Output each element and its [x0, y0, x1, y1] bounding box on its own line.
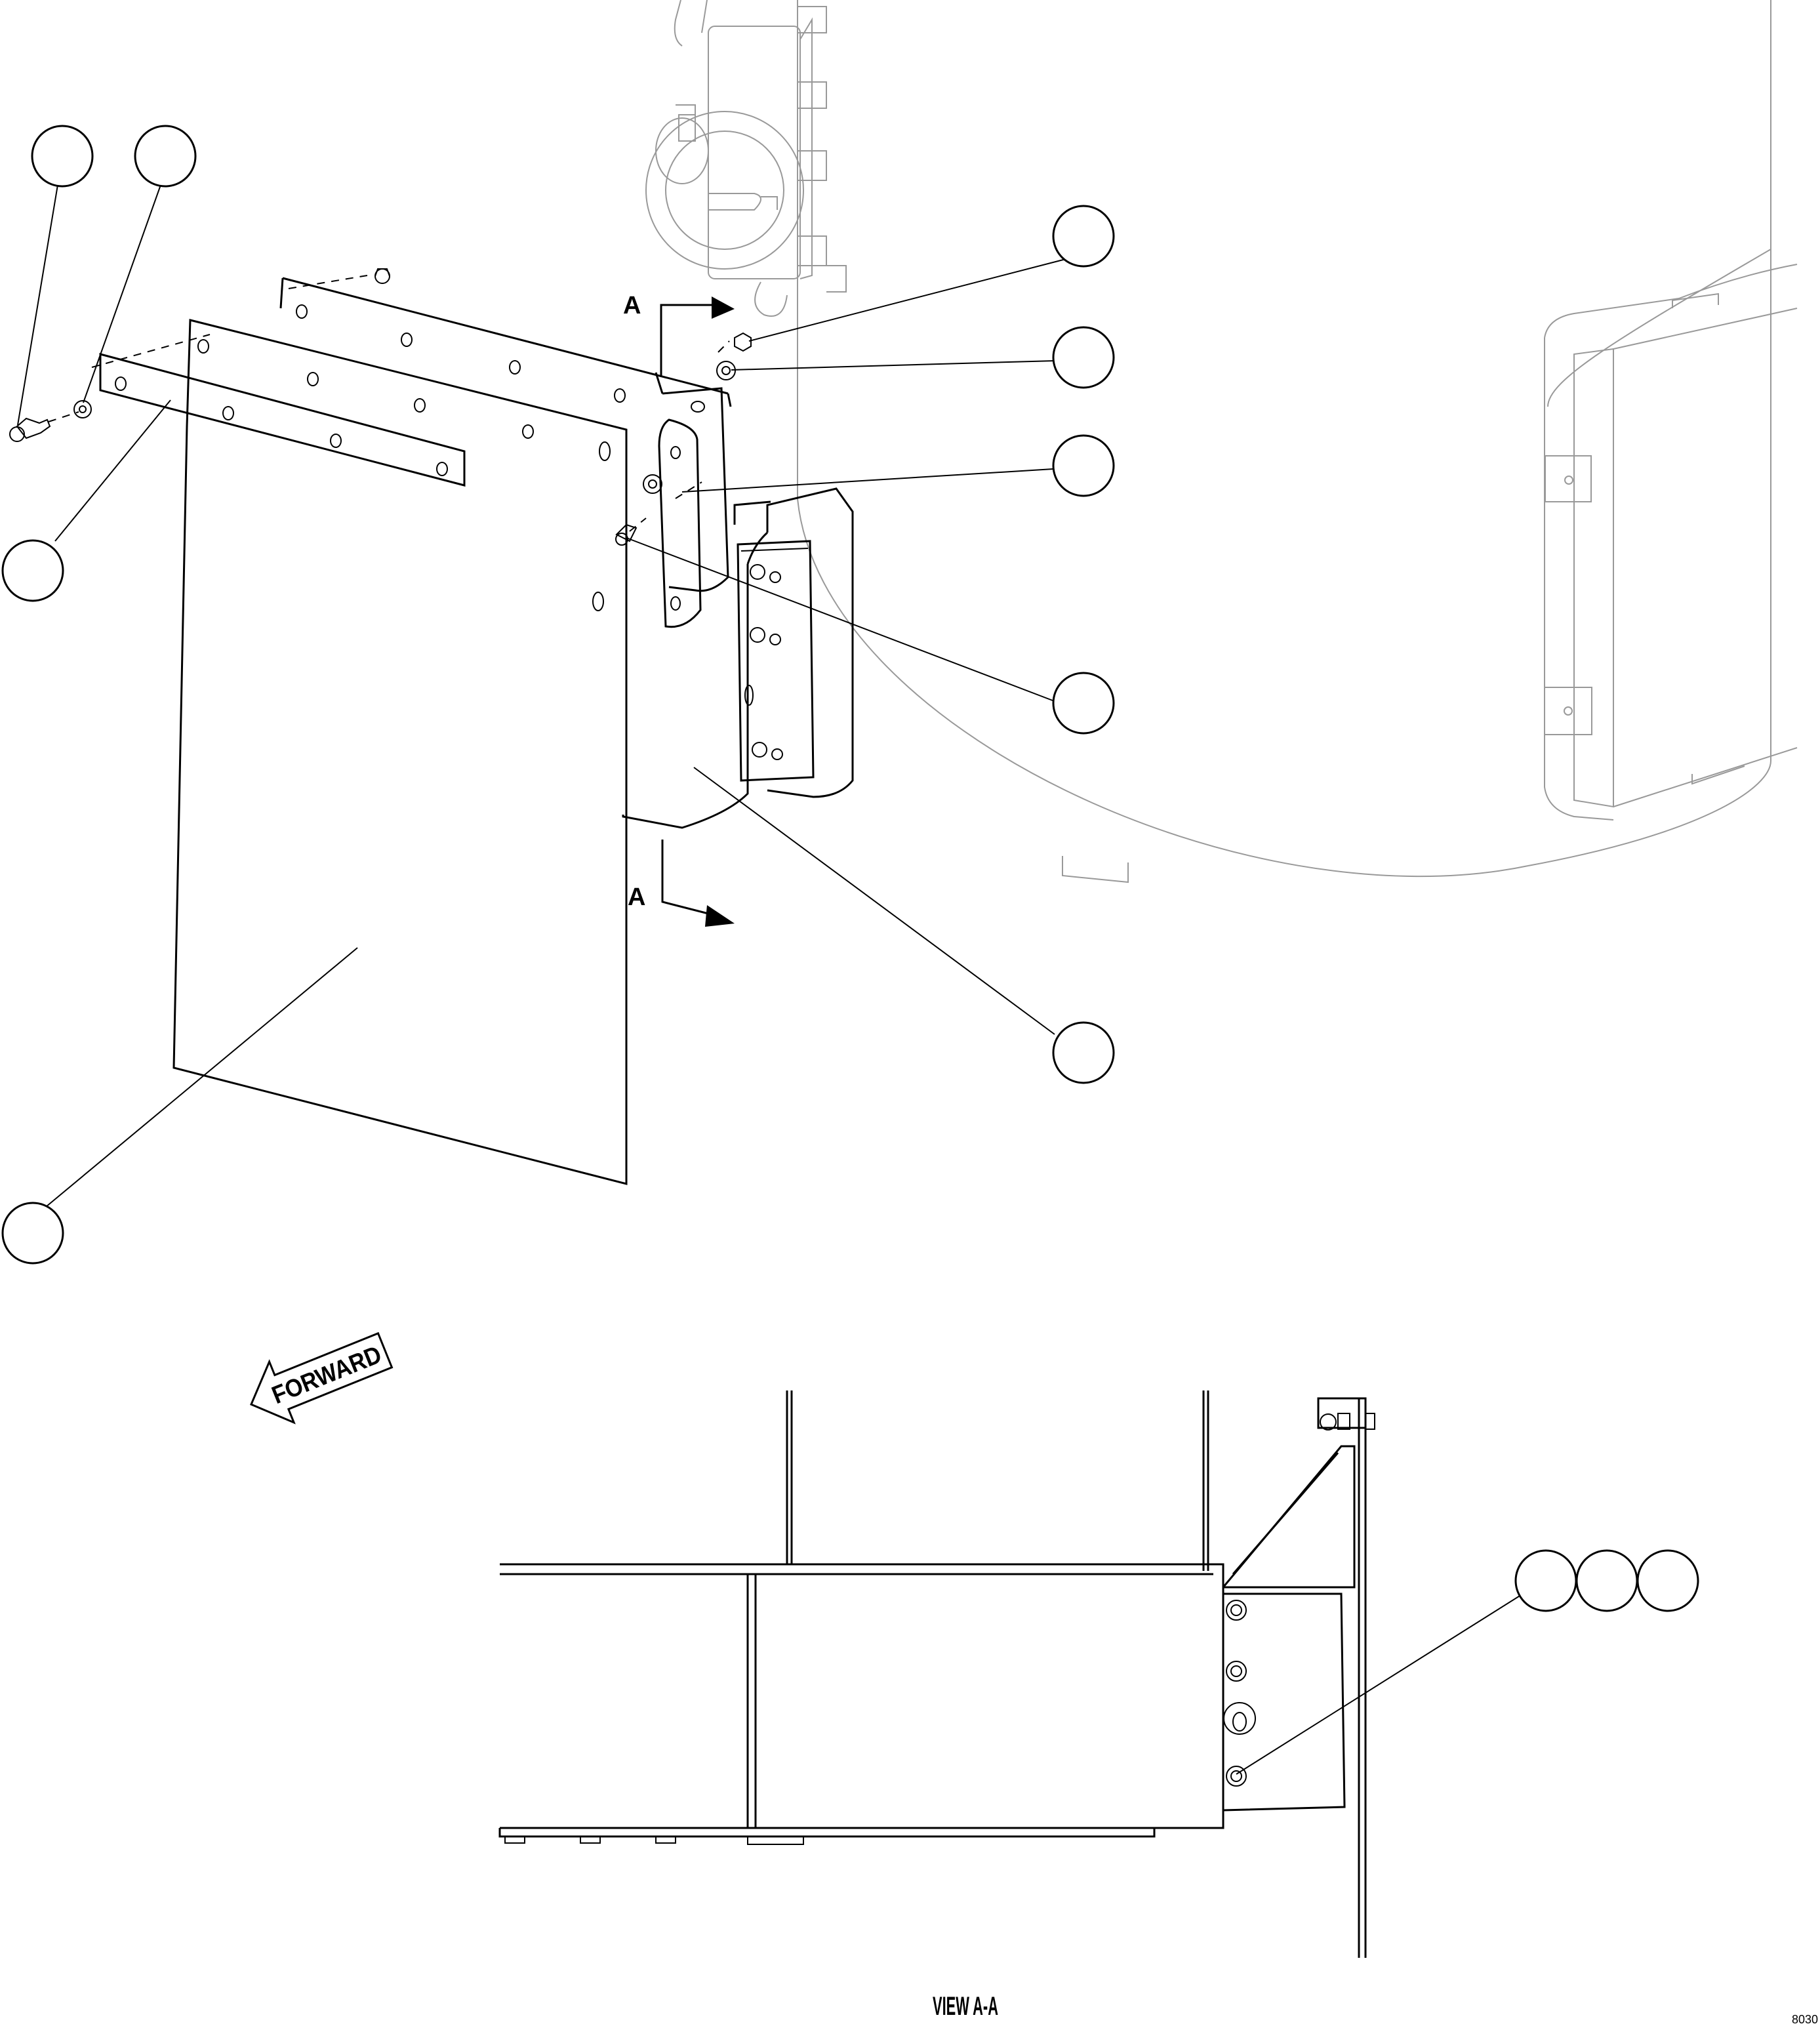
callout-c1 [31, 125, 94, 188]
callout-c9 [1, 1202, 64, 1265]
mount-box [1544, 264, 1798, 821]
callout-c12 [1636, 1549, 1699, 1612]
view-a-a: VIEW A-A [498, 1390, 1375, 2021]
callout-c5 [1052, 434, 1115, 497]
callout-c7 [1052, 672, 1115, 735]
view-a-a-caption: VIEW A-A [933, 1992, 998, 2021]
callout-c6 [1, 539, 64, 602]
callout-c2 [134, 125, 197, 188]
leader-lines [17, 184, 1529, 1775]
section-marker-top: A [623, 292, 735, 377]
forward-arrow: FORWARD [250, 1331, 394, 1425]
drawing-id: 8030 [1792, 2013, 1818, 2026]
callout-c3 [1052, 205, 1115, 268]
callout-bubbles [1, 125, 1699, 1612]
mud-flap-assembly [48, 275, 732, 1185]
callout-c10 [1514, 1549, 1577, 1612]
callout-c4 [1052, 326, 1115, 389]
hardware [9, 268, 752, 546]
callout-c11 [1575, 1549, 1638, 1612]
section-label-bottom: A [628, 883, 645, 911]
center-bracket [622, 487, 854, 829]
forward-arrow-label: FORWARD [268, 1340, 385, 1409]
flap-holes [115, 304, 705, 611]
hanger-assembly [645, 0, 847, 317]
view-a-a-bolts [1223, 1600, 1256, 1787]
hanger-bolts [797, 6, 847, 293]
section-marker-bottom: A [628, 840, 735, 927]
section-label-top: A [623, 292, 641, 319]
column-structure [797, 0, 1771, 883]
plate-bolts [744, 564, 783, 760]
callout-c8 [1052, 1021, 1115, 1084]
